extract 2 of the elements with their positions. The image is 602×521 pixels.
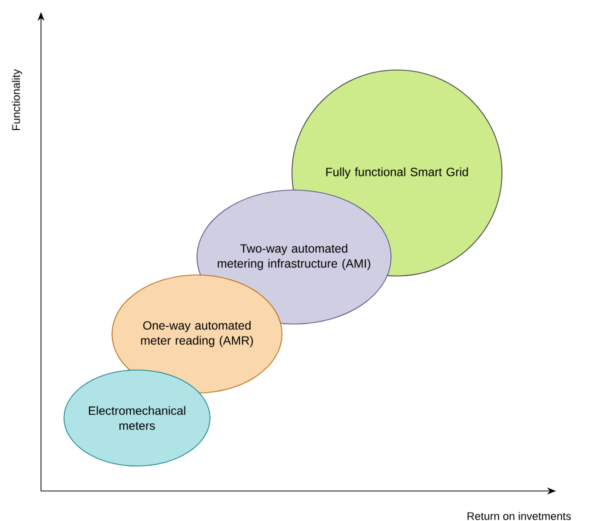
axis-label: Return on invetments	[468, 512, 571, 520]
axis-label: Functionality	[12, 69, 22, 130]
